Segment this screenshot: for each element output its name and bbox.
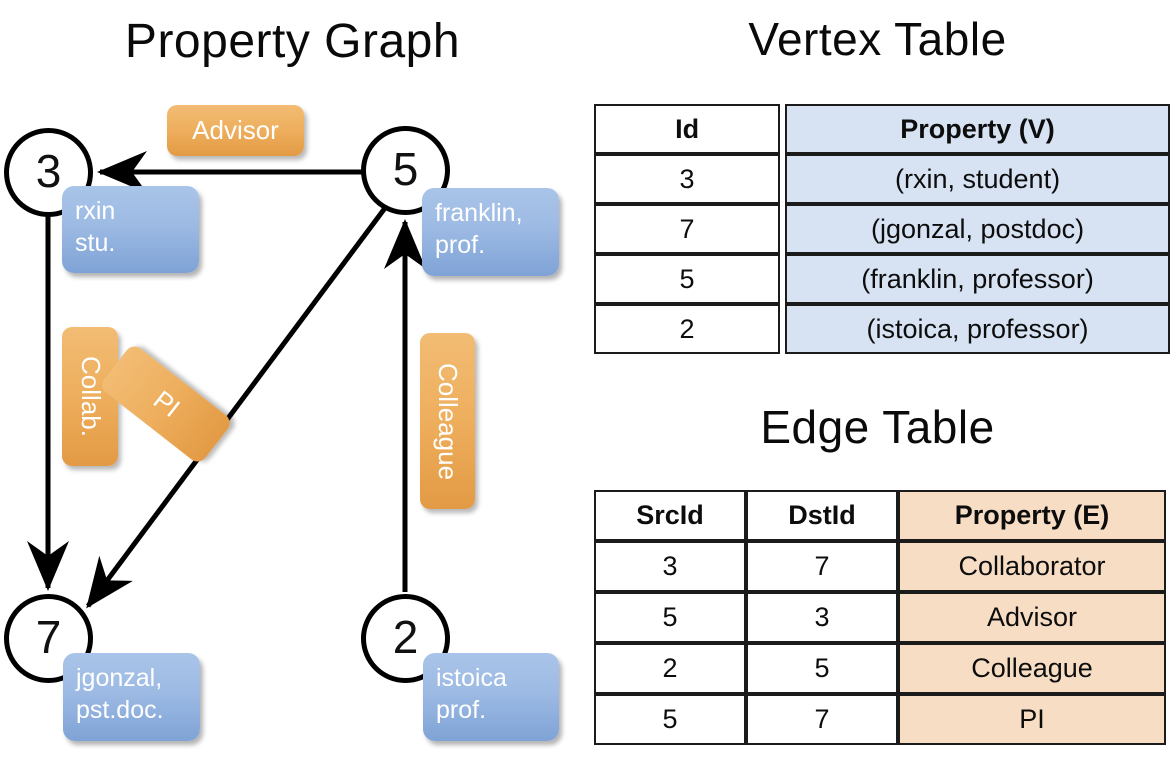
vertex-row-0-property: (rxin, student): [785, 154, 1170, 204]
vertex-row-0-id: 3: [594, 154, 781, 204]
vertex-table-column-gap: [780, 154, 786, 204]
edge-row-3-dst: 7: [746, 694, 898, 745]
table-row[interactable]: 5 (franklin, professor): [594, 254, 1170, 304]
table-row[interactable]: 7 (jgonzal, postdoc): [594, 204, 1170, 254]
vertex-table-column-gap: [780, 304, 786, 354]
property-graph-diagram: 3 5 7 2 rxin stu. franklin, prof. jgonza…: [4, 105, 559, 741]
graph-node-2-label: 2: [392, 610, 419, 663]
vertex-2-name: istoica: [436, 664, 507, 692]
edge-row-3-property: PI: [898, 694, 1166, 745]
edge-row-3-src: 5: [594, 694, 746, 745]
table-row[interactable]: 2 (istoica, professor): [594, 304, 1170, 354]
vertex-row-3-id: 2: [594, 304, 781, 354]
vertex-property-box-5: franklin, prof.: [422, 188, 559, 276]
vertex-row-3-property: (istoica, professor): [785, 304, 1170, 354]
graph-node-5-label: 5: [392, 142, 419, 195]
edge-label-collab-text: Collab.: [75, 356, 106, 437]
page-title-edge-table: Edge Table: [760, 401, 995, 453]
vertex-row-2-property: (franklin, professor): [785, 254, 1170, 304]
edge-row-0-dst: 7: [746, 541, 898, 592]
edge-row-0-src: 3: [594, 541, 746, 592]
vertex-row-1-property: (jgonzal, postdoc): [785, 204, 1170, 254]
edge-table-header-dstid: DstId: [746, 490, 898, 541]
vertex-table-column-gap: [780, 104, 786, 154]
edge-table-header-srcid: SrcId: [594, 490, 746, 541]
edge-label-colleague-text: Colleague: [433, 362, 463, 480]
edge-label-collab: Collab.: [62, 327, 118, 466]
vertex-property-box-7: jgonzal, pst.doc.: [63, 653, 200, 741]
vertex-3-role: stu.: [75, 229, 116, 257]
page-title-property-graph: Property Graph: [124, 15, 461, 68]
edge-row-2-dst: 5: [746, 643, 898, 694]
graph-node-2[interactable]: 2: [361, 594, 450, 683]
edge-row-1-src: 5: [594, 592, 746, 643]
edge-row-1-dst: 3: [746, 592, 898, 643]
edge-label-colleague: Colleague: [420, 333, 475, 509]
graph-node-5[interactable]: 5: [361, 126, 450, 215]
vertex-row-2-id: 5: [594, 254, 781, 304]
table-row[interactable]: 3 7 Collaborator: [594, 541, 1166, 592]
graph-node-7-label: 7: [35, 610, 62, 663]
table-row[interactable]: 5 3 Advisor: [594, 592, 1166, 643]
vertex-table-column-gap: [780, 204, 786, 254]
vertex-table-header-row: Id Property (V): [594, 104, 1170, 154]
vertex-table-header-id: Id: [594, 104, 781, 154]
vertex-7-name: jgonzal,: [76, 664, 163, 692]
edge-label-advisor-text: Advisor: [192, 115, 279, 145]
page-title-vertex-table: Vertex Table: [748, 13, 1007, 65]
edge-table-header-property: Property (E): [898, 490, 1166, 541]
table-row[interactable]: 2 5 Colleague: [594, 643, 1166, 694]
vertex-property-box-3: rxin stu.: [62, 186, 199, 273]
edge-row-2-src: 2: [594, 643, 746, 694]
table-row[interactable]: 3 (rxin, student): [594, 154, 1170, 204]
vertex-table-header-property: Property (V): [785, 104, 1170, 154]
vertex-table: Id Property (V) 3 (rxin, student) 7 (jgo…: [594, 104, 1170, 354]
table-row[interactable]: 5 7 PI: [594, 694, 1166, 745]
edge-pi-5-to-7: [85, 206, 388, 609]
edge-table-header-row: SrcId DstId Property (E): [594, 490, 1166, 541]
graph-node-3-label: 3: [35, 144, 62, 197]
edge-label-pi-text: PI: [147, 384, 186, 423]
edge-row-1-property: Advisor: [898, 592, 1166, 643]
vertex-5-role: prof.: [435, 231, 486, 259]
vertex-2-role: prof.: [436, 696, 487, 724]
edge-row-0-property: Collaborator: [898, 541, 1166, 592]
vertex-row-1-id: 7: [594, 204, 781, 254]
graph-edge-arrows: [26, 150, 427, 609]
edge-table: SrcId DstId Property (E) 3 7 Collaborato…: [594, 490, 1166, 745]
vertex-property-box-2: istoica prof.: [423, 653, 559, 741]
edge-label-advisor: Advisor: [167, 105, 304, 156]
vertex-table-column-gap: [780, 254, 786, 304]
edge-row-2-property: Colleague: [898, 643, 1166, 694]
vertex-5-name: franklin,: [435, 199, 523, 227]
vertex-3-name: rxin: [75, 197, 116, 225]
vertex-7-role: pst.doc.: [76, 696, 164, 724]
